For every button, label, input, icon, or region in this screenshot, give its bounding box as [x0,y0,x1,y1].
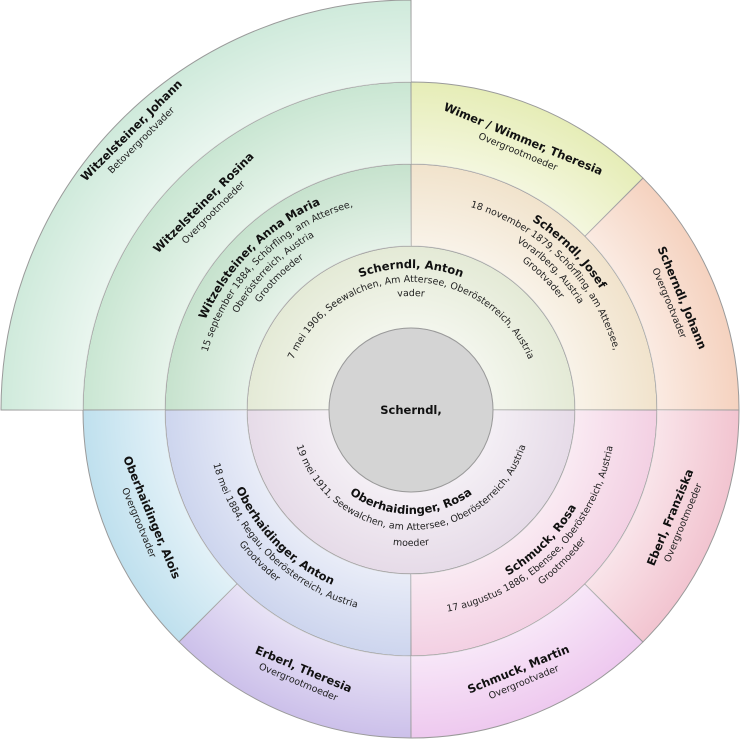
person-sector-mmf[interactable] [410,583,644,739]
person-detail: vader [397,288,426,300]
svg-text:moeder: moeder [392,537,429,549]
person-detail: moeder [392,537,429,549]
root-person-circle[interactable] [328,327,494,493]
person-sector-mfm[interactable] [178,583,412,739]
svg-text:vader: vader [397,288,426,300]
person-sector-ffm[interactable] [410,81,644,237]
person-sector-fmmf[interactable] [0,0,412,411]
root-person-name: Scherndl, [380,403,442,417]
person-sector-mmm[interactable] [584,409,740,643]
